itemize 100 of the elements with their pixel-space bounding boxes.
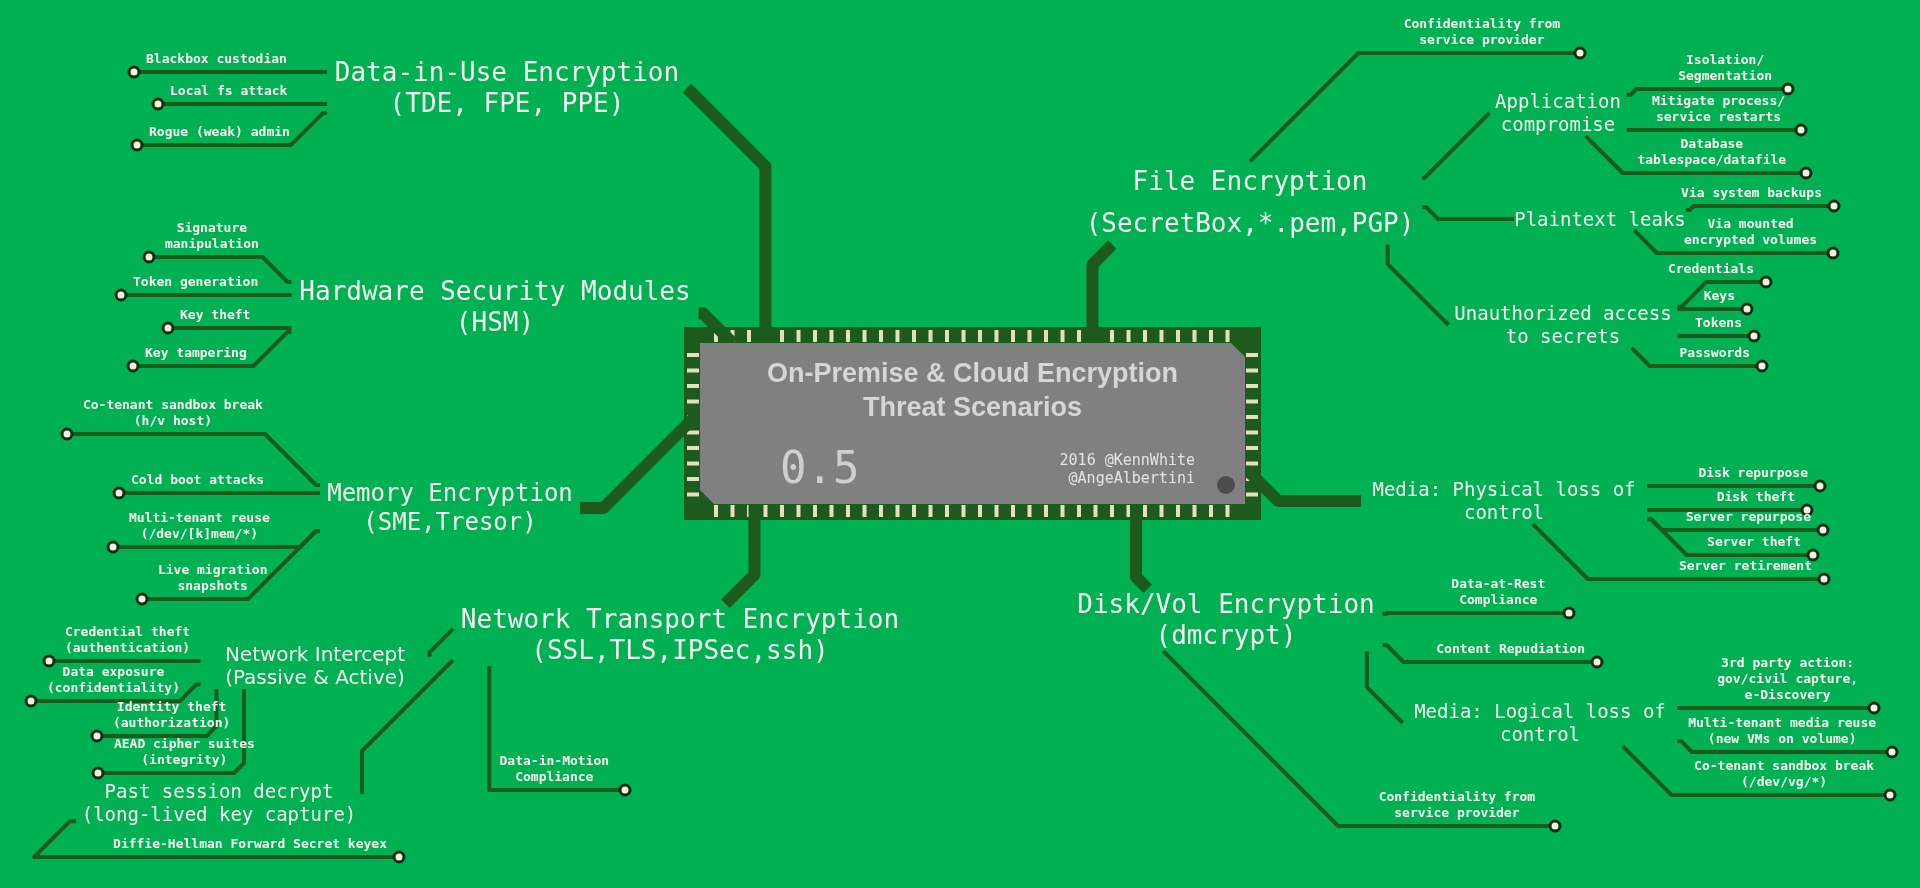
threat-label: Passwords [1679,345,1762,366]
circuit-trace [1677,329,1761,343]
circuit-trace [360,658,455,794]
category-label: Data-in-Use Encryption (TDE, FPE, PPE) [327,56,687,120]
threat-label: Content Repudiation [1436,641,1597,662]
threat-label: Token generation [121,274,259,295]
category-label: Application compromise [1489,90,1627,136]
circuit-trace [1685,199,1841,213]
threat-label: Server repurpose [1685,509,1823,530]
threat-label: Identity theft (authorization) [97,699,235,736]
circuit-trace [1162,649,1562,833]
circuit-trace [1382,643,1604,669]
circuit-trace [427,627,455,657]
circuit-trace [1677,275,1773,309]
circuit-trace [60,427,320,487]
threat-label: AEAD cipher suites (integrity) [98,736,259,773]
threat-label: Server retirement [1678,558,1824,579]
category-label: Memory Encryption (SME,Tresor) [319,479,581,537]
threat-label: Diffie-Hellman Forward Secret keyex [113,836,399,857]
category-label: Hardware Security Modules (HSM) [291,275,699,339]
circuit-trace [1584,134,1813,180]
threat-label: Mitigate process/ service restarts [1648,93,1801,130]
circuit-trace [1677,302,1754,316]
bus-trace [1086,240,1117,343]
circuit-trace [161,321,292,335]
circuit-trace [42,654,201,668]
threat-label: Server theft [1707,534,1813,555]
chip [700,343,1245,504]
category-label: Disk/Vol Encryption (dmcrypt) [1069,588,1383,652]
circuit-trace [1531,522,1831,586]
circuit-trace [32,819,406,864]
threat-label: Isolation/ Segmentation [1674,52,1788,89]
threat-label: Co-tenant sandbox break (/dev/vg/*) [1690,758,1890,795]
circuit-trace [130,111,327,152]
threat-label: Key tampering [133,345,247,366]
circuit-trace [126,329,292,373]
threat-label: Multi-tenant reuse (/dev/[k]mem/*) [113,510,274,547]
circuit-trace [1647,479,1827,493]
circuit-trace [1248,46,1587,163]
category-label: File Encryption (SecretBox,*.pem,PGP) [1077,161,1423,245]
threat-label: Tokens [1695,315,1754,336]
category-label: Plaintext leaks [1514,207,1686,231]
circuit-trace [1626,123,1808,137]
circuit-trace [1647,517,1820,562]
circuit-trace [1647,503,1814,517]
category-label: Network Intercept (Passive & Active) [200,643,430,689]
circuit-trace [1422,205,1515,221]
circuit-trace [1632,229,1840,260]
circuit-trace [1630,346,1769,373]
circuit-trace [91,689,246,780]
circuit-trace [142,250,292,285]
threat-label: Confidentiality from service provider [1395,16,1580,53]
threat-label: Data-in-Motion Compliance [495,753,625,790]
threat-label: Keys [1703,288,1747,309]
threat-label: Multi-tenant media reuse (new VMs on volume) [1684,715,1892,752]
circuit-trace [1364,651,1405,725]
circuit-trace [1382,606,1576,620]
threat-label: Credentials [1667,261,1766,282]
threat-label: Disk repurpose [1698,465,1820,486]
threat-label: Data exposure (confidentiality) [31,664,184,701]
bus-trace [1130,504,1152,594]
threat-label: Blackbox custodian [134,51,287,72]
threat-label: Signature manipulation [149,220,263,257]
threat-label: Cold boot attacks [119,472,265,493]
threat-label: Live migration snapshots [142,562,272,599]
circuit-trace [1421,111,1492,180]
circuit-trace [127,65,327,79]
circuit-trace [1626,82,1795,97]
category-label: Media: Logical loss of control [1402,700,1678,746]
category-label: Media: Physical loss of control [1361,478,1647,524]
threat-label: Credential theft (authentication) [49,624,195,661]
threat-label: Data-at-Rest Compliance [1439,576,1569,613]
circuit-trace [112,486,320,500]
bus-trace [682,83,772,343]
circuit-trace [1677,701,1881,715]
threat-label: Disk theft [1716,489,1807,510]
circuit-trace [151,97,327,111]
circuit-trace [24,682,201,708]
circuit-trace [1385,244,1450,327]
threat-label: Key theft [168,307,251,328]
category-label: Past session decrypt (long-lived key capture) [76,780,362,826]
category-label: Network Transport Encryption (SSL,TLS,IPSec,ssh) [453,603,907,667]
threat-label: Local fs attack [158,83,288,104]
author-credit: 2016 @KennWhite @AngeAlbertini [1059,450,1195,488]
threat-label: Co-tenant sandbox break (h/v host) [67,397,267,434]
bus-trace [721,504,761,609]
chip-title: On-Premise & Cloud Encryption Threat Scenarios [765,357,1180,424]
circuit-trace [1677,739,1899,759]
circuit-trace [90,689,219,743]
circuit-trace [487,666,632,797]
threat-label: Database tablespace/datafile [1629,136,1806,173]
circuit-trace [135,529,320,606]
circuit-trace [1621,744,1897,802]
threat-label: Confidentiality from service provider [1370,789,1555,826]
circuit-trace [114,288,292,302]
threat-label: Via system backups [1681,185,1834,206]
category-label: Unauthorized access to secrets [1448,302,1678,348]
threat-label: Rogue (weak) admin [137,124,290,145]
version-number: 0.5 [780,446,860,490]
threat-label: 3rd party action: gov/civil capture, e-Discovery [1713,655,1874,708]
